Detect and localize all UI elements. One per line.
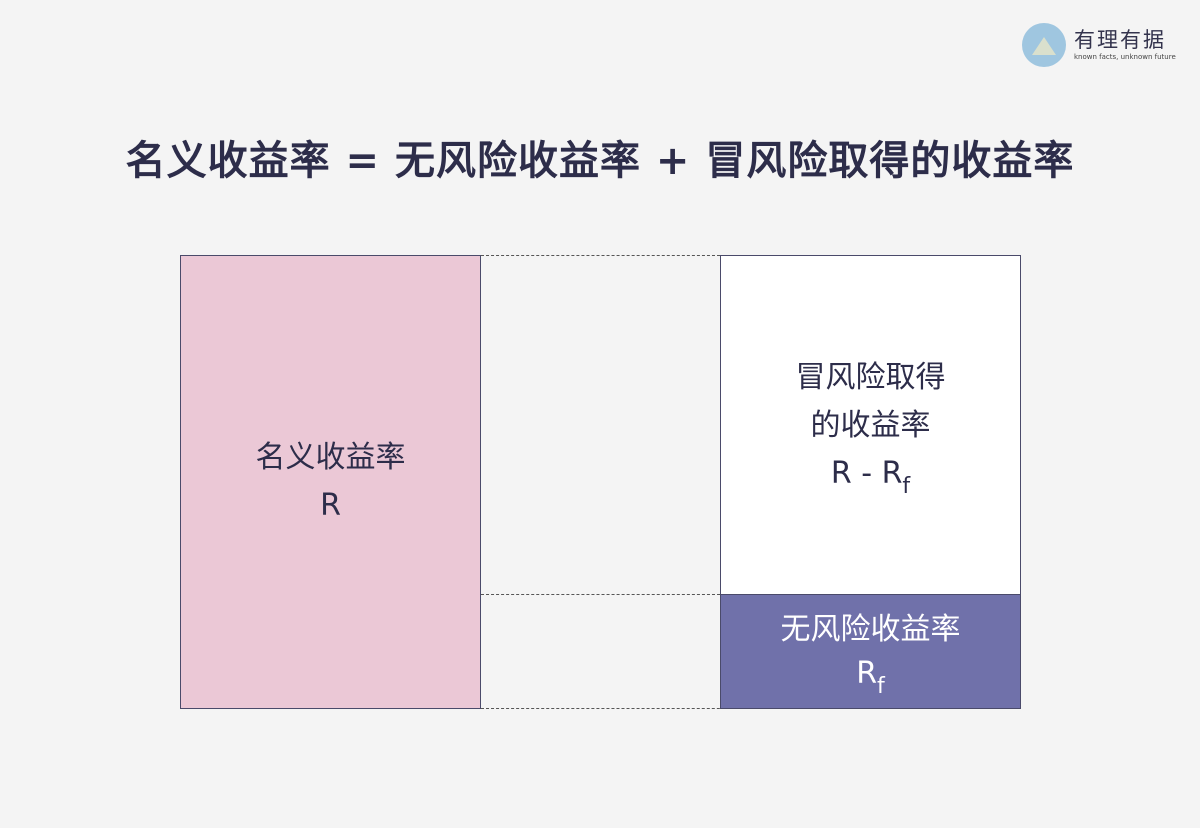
brand-logo: 有理有据 known facts, unknown future bbox=[1022, 23, 1176, 67]
dashed-guide-top bbox=[481, 255, 720, 256]
logo-title: 有理有据 bbox=[1074, 28, 1166, 52]
logo-subtitle: known facts, unknown future bbox=[1074, 53, 1176, 61]
risk-free-label: 无风险收益率 bbox=[780, 611, 961, 647]
dashed-guide-bottom bbox=[481, 708, 775, 709]
risk-free-symbol-sub: f bbox=[877, 673, 885, 699]
risk-premium-box: 冒风险取得 的收益率 R - Rf bbox=[720, 255, 1021, 596]
risk-premium-label-1: 冒风险取得 bbox=[795, 359, 946, 395]
nominal-return-symbol: R bbox=[320, 488, 341, 523]
risk-free-box: 无风险收益率 Rf bbox=[720, 594, 1021, 709]
risk-free-symbol-main: R bbox=[856, 655, 878, 691]
risk-premium-symbol-main: R - R bbox=[830, 455, 903, 491]
dashed-guide-middle bbox=[481, 594, 720, 595]
risk-premium-label-2: 的收益率 bbox=[810, 407, 931, 443]
risk-premium-symbol: R - Rf bbox=[831, 450, 910, 498]
nominal-return-box: 名义收益率 R bbox=[180, 255, 481, 709]
risk-premium-symbol-sub: f bbox=[902, 473, 911, 499]
risk-free-symbol: Rf bbox=[856, 652, 885, 699]
page-title: 名义收益率 = 无风险收益率 + 冒风险取得的收益率 bbox=[125, 138, 1075, 184]
nominal-return-label: 名义收益率 bbox=[255, 440, 406, 475]
logo-mountain-icon bbox=[1022, 23, 1066, 67]
